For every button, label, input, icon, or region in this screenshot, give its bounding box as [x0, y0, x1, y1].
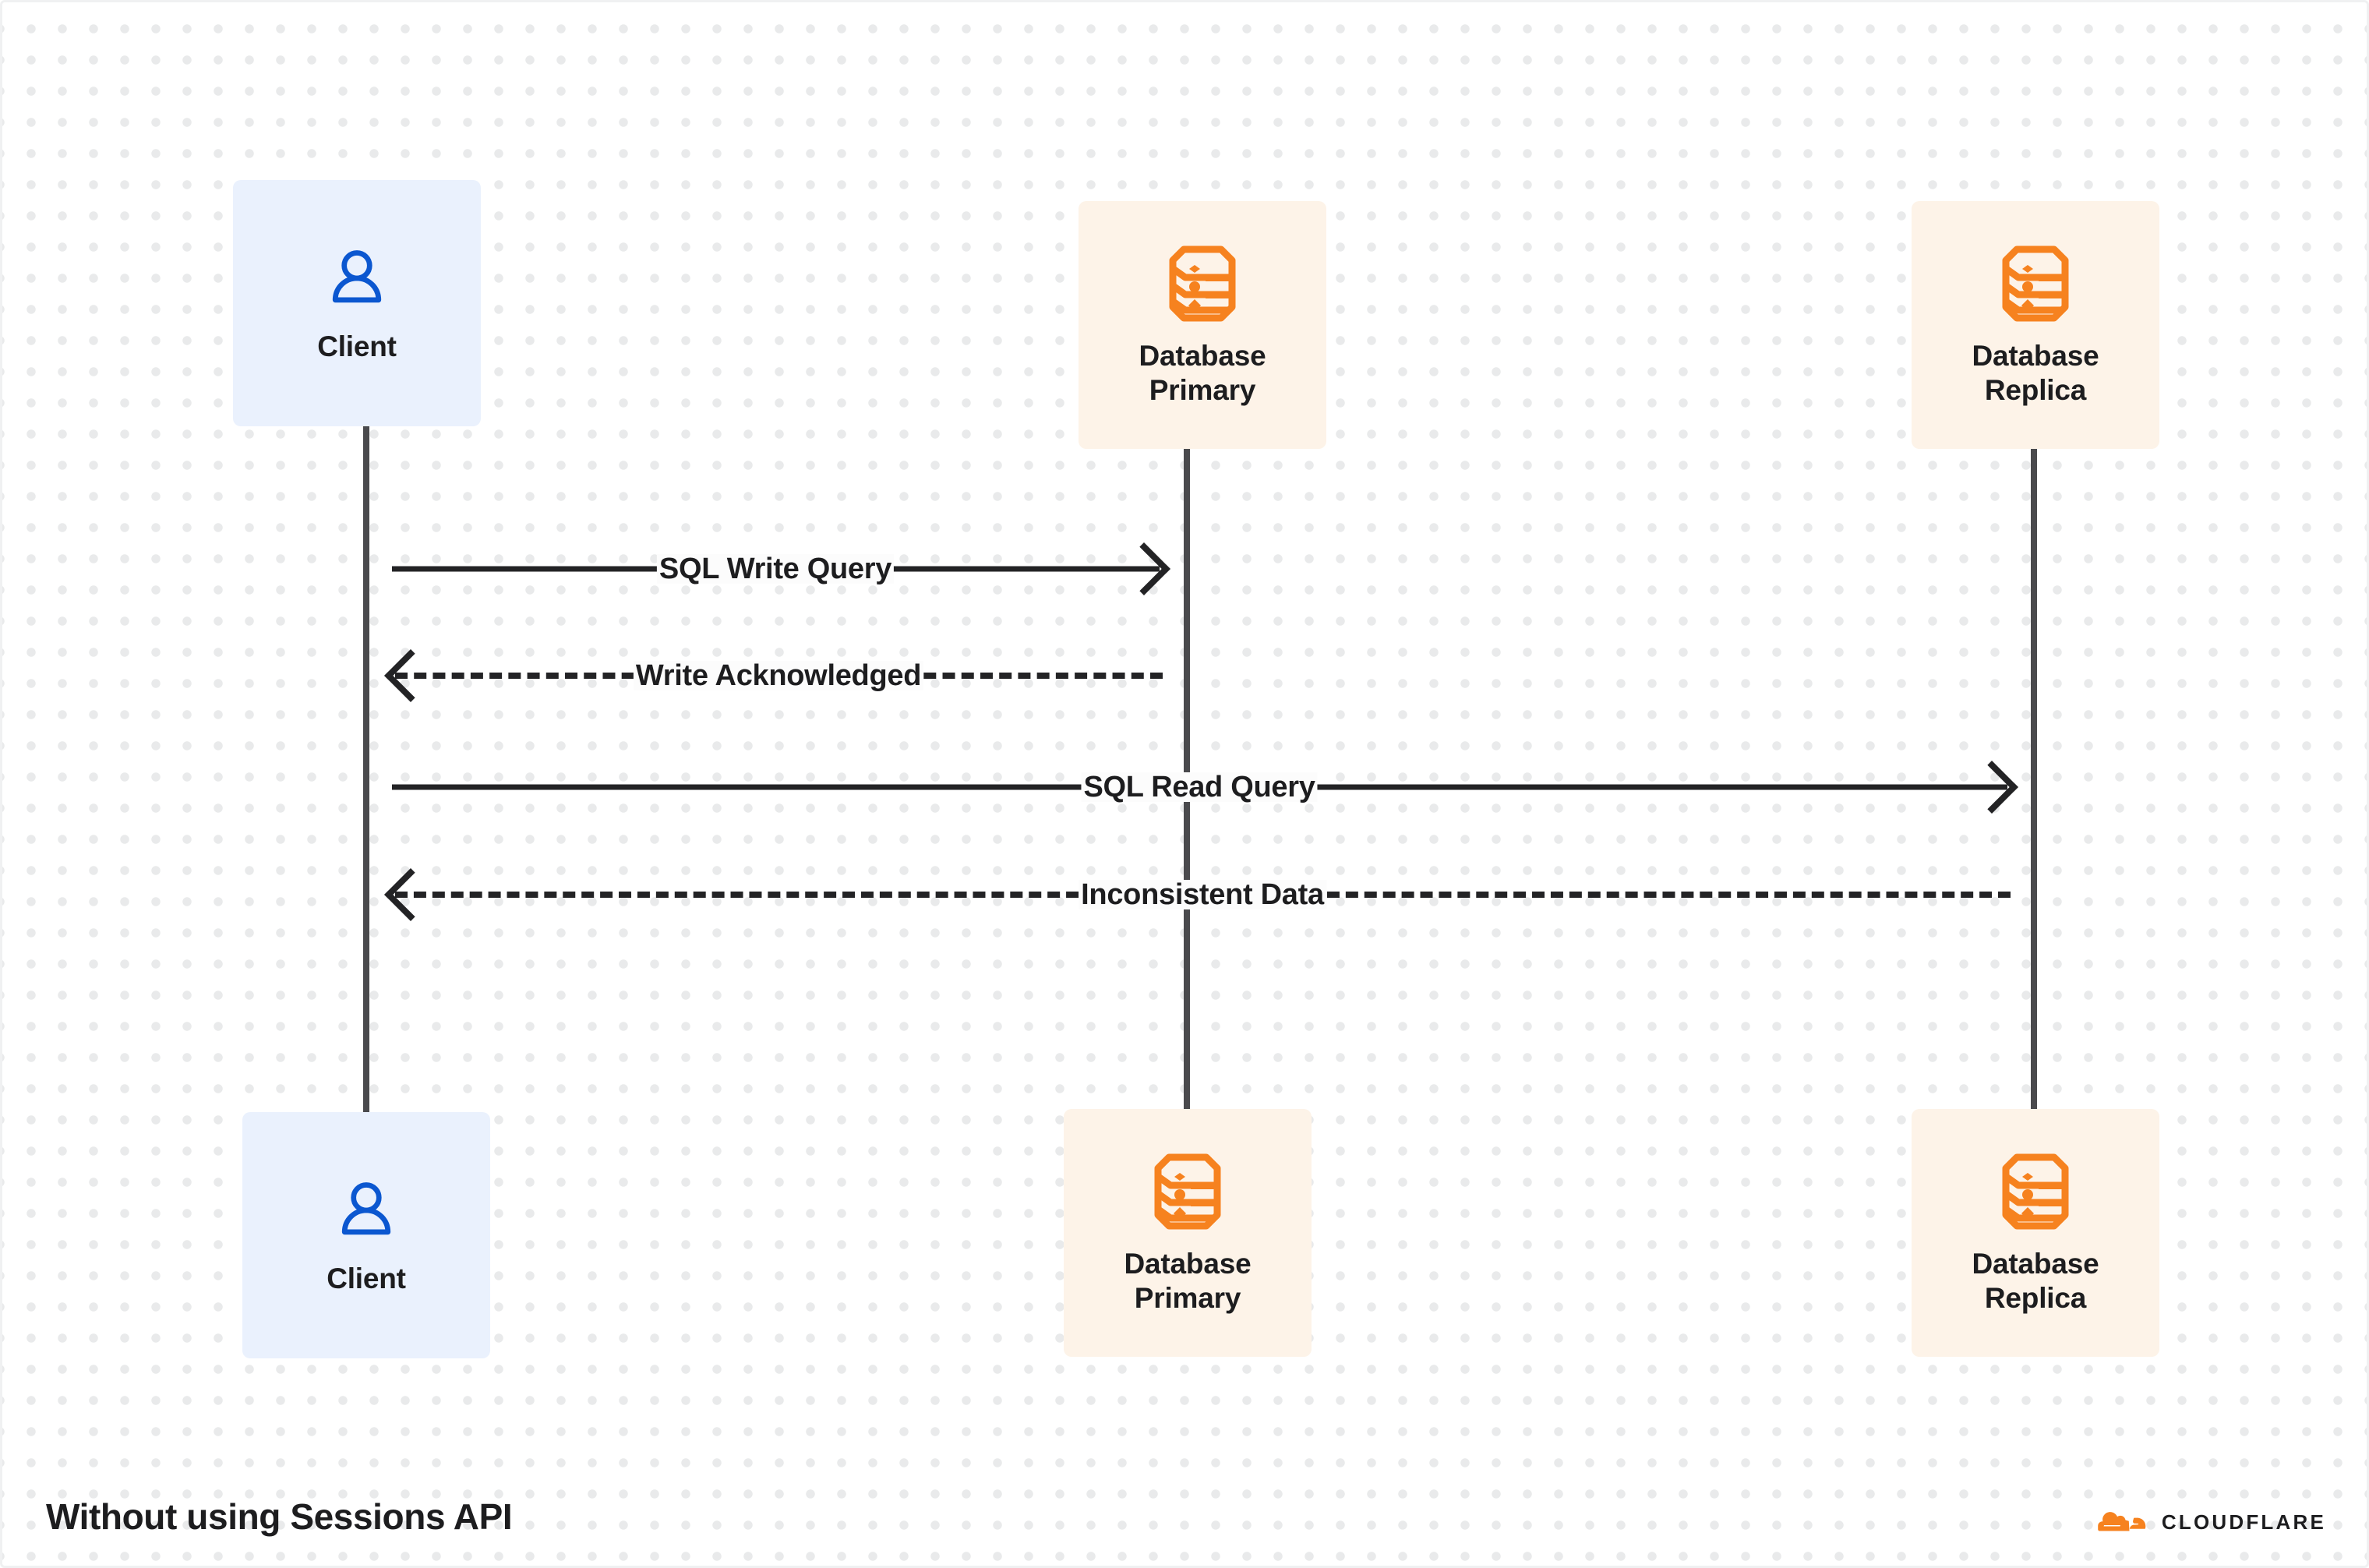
lifeline-replica — [2031, 445, 2037, 1114]
cloudflare-wordmark: CLOUDFLARE — [2161, 1510, 2326, 1534]
arrowhead-right-icon — [1965, 761, 2018, 814]
message-write-acknowledged[interactable]: Write Acknowledged — [384, 649, 1163, 702]
arrowhead-right-icon — [1117, 542, 1170, 595]
database-icon — [1165, 243, 1240, 328]
cloudflare-cloud-icon — [2093, 1507, 2151, 1538]
participant-database-replica-bottom[interactable]: Database Replica — [1912, 1109, 2159, 1357]
database-icon — [1998, 1151, 2073, 1236]
lifeline-client — [363, 423, 369, 1117]
participant-database-primary-top[interactable]: Database Primary — [1079, 201, 1326, 449]
participant-database-primary-bottom[interactable]: Database Primary — [1064, 1109, 1312, 1357]
user-icon — [321, 243, 393, 319]
message-label: SQL Write Query — [656, 554, 895, 584]
participant-database-replica-top[interactable]: Database Replica — [1912, 201, 2159, 449]
message-label: Inconsistent Data — [1079, 880, 1326, 909]
participant-label: Database Replica — [1972, 1247, 2099, 1314]
participant-label: Client — [317, 330, 397, 362]
participant-label: Database Primary — [1124, 1247, 1252, 1314]
message-label: SQL Read Query — [1081, 772, 1318, 802]
participant-label: Database Primary — [1139, 339, 1266, 406]
arrowhead-left-icon — [384, 868, 437, 921]
message-label: Write Acknowledged — [633, 661, 924, 690]
arrowhead-left-icon — [384, 649, 437, 702]
message-sql-write-query[interactable]: SQL Write Query — [392, 542, 1170, 595]
message-sql-read-query[interactable]: SQL Read Query — [392, 761, 2018, 814]
message-inconsistent-data[interactable]: Inconsistent Data — [384, 868, 2011, 921]
participant-label: Database Replica — [1972, 339, 2099, 406]
participant-label: Client — [327, 1262, 406, 1294]
user-icon — [330, 1175, 402, 1251]
database-icon — [1998, 243, 2073, 328]
cloudflare-brand: CLOUDFLARE — [2093, 1507, 2326, 1538]
database-icon — [1150, 1151, 1225, 1236]
diagram-title: Without using Sessions API — [46, 1496, 513, 1537]
participant-client-bottom[interactable]: Client — [242, 1112, 490, 1358]
participant-client-top[interactable]: Client — [233, 180, 481, 426]
